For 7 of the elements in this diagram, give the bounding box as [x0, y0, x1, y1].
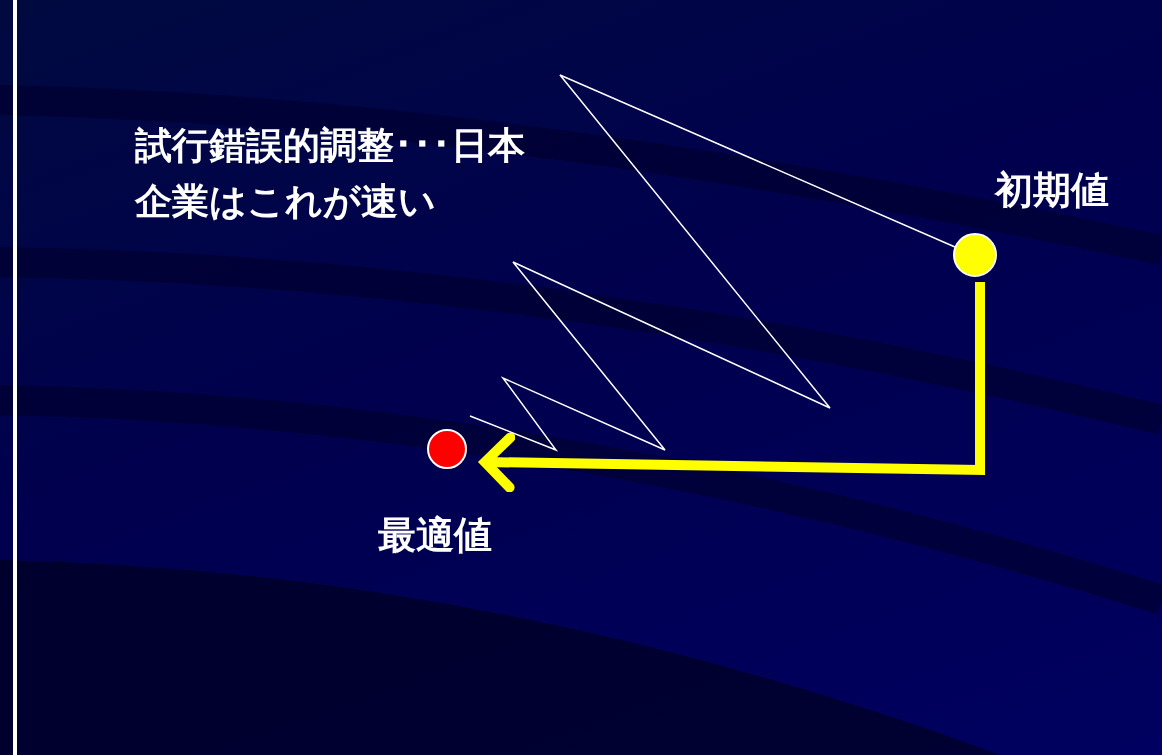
- zigzag-line: [469, 74, 956, 452]
- circle-marker: [953, 233, 997, 277]
- note-text: 試行錯誤的調整･･･日本企業はこれが速い: [135, 123, 526, 225]
- arrow: [480, 282, 985, 493]
- node-caption: 初期値: [995, 167, 1109, 214]
- node-caption: 最適値: [378, 512, 492, 559]
- circle-marker: [427, 429, 467, 469]
